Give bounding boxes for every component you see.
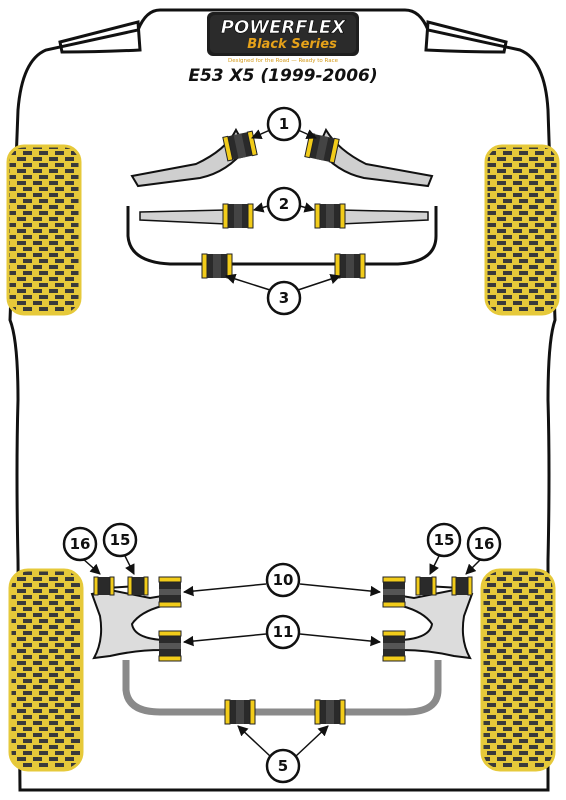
callout-11	[265, 614, 301, 650]
bushing-15-left	[127, 576, 149, 596]
callout-1-label: 1	[279, 115, 289, 133]
car-body-outline	[8, 8, 557, 792]
callout-16-right	[466, 526, 502, 562]
callout-16-left	[62, 526, 98, 562]
callout-2	[266, 186, 302, 222]
callout-2-label: 2	[279, 195, 289, 213]
callout-3	[266, 280, 302, 316]
front-left-tyre	[6, 144, 82, 316]
bushing-2-left	[222, 203, 254, 229]
brand-name: POWERFLEX	[221, 17, 347, 38]
bushing-3-right	[334, 253, 366, 279]
rear-right-control-arm	[401, 588, 474, 660]
rear-left-tyre	[8, 568, 84, 772]
bushing-1-right	[304, 132, 340, 164]
callout-5	[265, 748, 301, 784]
front-anti-roll-bar	[126, 206, 438, 266]
bushing-10-right	[382, 576, 406, 608]
callout-15-left	[102, 522, 138, 558]
bushing-11-right	[382, 630, 406, 662]
callout-16-right-label: 16	[474, 535, 495, 553]
rear-anti-roll-bar	[122, 660, 442, 716]
callout-10	[265, 562, 301, 598]
callout-1	[266, 106, 302, 142]
callout-3-label: 3	[279, 289, 289, 307]
callout-10-label: 10	[273, 571, 294, 589]
bushing-10-left	[158, 576, 182, 608]
bushing-1-left	[222, 130, 258, 162]
front-right-tyre	[484, 144, 560, 316]
bushing-16-left	[93, 576, 115, 596]
bushing-11-left	[158, 630, 182, 662]
callout-16-left-label: 16	[70, 535, 91, 553]
bushing-16-right	[451, 576, 473, 596]
rear-right-tyre	[480, 568, 556, 772]
callout-15-right	[426, 522, 462, 558]
rear-left-control-arm	[90, 588, 163, 660]
bushing-2-right	[314, 203, 346, 229]
bushing-5-right	[314, 699, 346, 725]
front-right-wheelarch-outline	[424, 20, 508, 54]
powerflex-logo: POWERFLEX Black Series	[207, 12, 359, 56]
bushing-15-right	[415, 576, 437, 596]
callout-11-label: 11	[273, 623, 294, 641]
callout-15-left-label: 15	[110, 531, 131, 549]
callout-15-right-label: 15	[434, 531, 455, 549]
front-left-wheelarch-outline	[58, 20, 142, 54]
logo-tagline: Designed for the Road — Ready to Race	[228, 58, 339, 64]
series-name: Black Series	[247, 37, 337, 52]
callout-5-label: 5	[278, 757, 288, 775]
bushing-5-left	[224, 699, 256, 725]
model-title: E53 X5 (1999-2006)	[188, 66, 377, 86]
bushing-3-left	[201, 253, 233, 279]
